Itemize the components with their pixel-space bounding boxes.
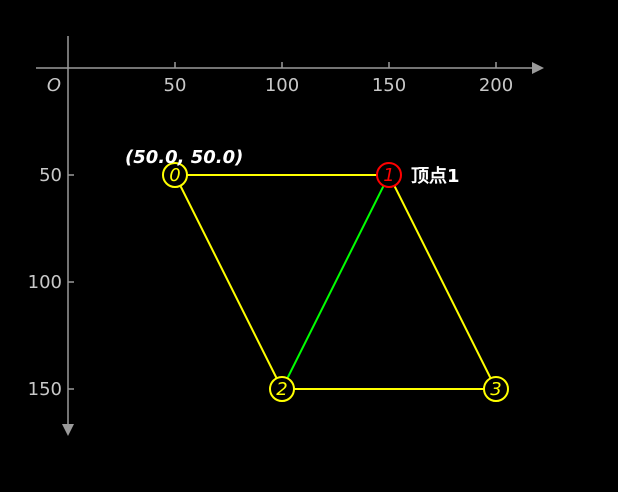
x-tick-label: 50 [164,75,187,96]
vertex-circle[interactable] [162,162,188,188]
vertex-circle[interactable] [269,376,295,402]
y-axis-arrow-icon [62,424,74,436]
y-tick-label: 150 [28,379,62,400]
vertex-coordinate-label: (50.0, 50.0) [125,147,243,168]
vertex-circle[interactable] [483,376,509,402]
vertex-circle[interactable] [376,162,402,188]
edge-0-2 [174,174,283,390]
y-tick-label: 100 [28,272,62,293]
vertex-label: 1 [383,165,394,186]
vertex-0[interactable]: 0 [162,162,188,188]
vertex-label: 2 [276,379,287,400]
edge-1-2 [281,174,390,390]
axes: O [36,36,544,436]
vertex-label: 0 [169,165,180,186]
x-tick-label: 150 [372,75,406,96]
edges [174,174,497,390]
vertex-1[interactable]: 1 [376,162,402,188]
y-tick-label: 50 [39,165,62,186]
x-tick-label: 100 [265,75,299,96]
vertices: 0 1 2 3 [162,162,509,402]
edge-1-3 [388,174,497,390]
x-axis-arrow-icon [532,62,544,74]
x-tick-label: 200 [479,75,513,96]
vertex-3[interactable]: 3 [483,376,509,402]
vertex-label: 3 [490,379,501,400]
axis-ticks: 50 100 150 200 50 100 150 [28,62,513,400]
origin-label: O [47,75,61,96]
vertex-2[interactable]: 2 [269,376,295,402]
vertex-name-label: 顶点1 [411,165,460,187]
